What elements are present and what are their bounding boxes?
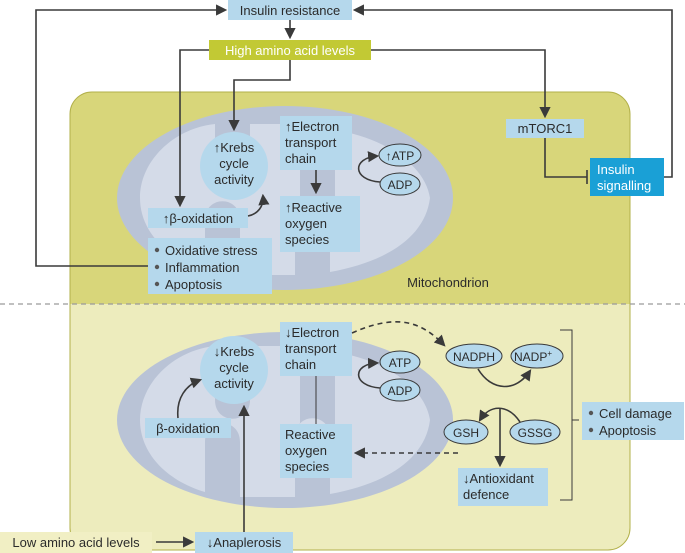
insulin-resistance-label: Insulin resistance (240, 3, 340, 18)
beta-oxidation-up-label: ↑β-oxidation (163, 211, 233, 226)
insulin-signalling-line2: signalling (597, 178, 651, 193)
top-arrows (35, 4, 673, 267)
low-amino-acid-label: Low amino acid levels (12, 535, 140, 550)
atp-up-label: ↑ATP (386, 149, 414, 163)
beta-oxidation-up-box: ↑β-oxidation (148, 208, 248, 228)
krebs-down-line3: activity (214, 376, 254, 391)
krebs-up-line3: activity (214, 172, 254, 187)
nadph-label: NADPH (453, 350, 495, 364)
krebs-cycle-down: ↓Krebs cycle activity (200, 336, 268, 404)
ros-up-line1: ↑Reactive (285, 200, 342, 215)
atp-bottom-ellipse: ATP (379, 350, 421, 374)
etc-up-box: ↑Electron transport chain (280, 116, 352, 170)
ros-up-line2: oxygen (285, 216, 327, 231)
etc-down-line3: chain (285, 357, 316, 372)
antioxidant-box: ↓Antioxidant defence (458, 468, 548, 506)
insulin-signalling-line1: Insulin (597, 162, 635, 177)
low-amino-acid-box: Low amino acid levels (0, 532, 152, 553)
etc-up-line3: chain (285, 151, 316, 166)
ros-up-box: ↑Reactive oxygen species (280, 196, 360, 252)
adp-bottom-label: ADP (388, 384, 413, 398)
cell-outline (69, 91, 631, 551)
etc-up-line2: transport (285, 135, 337, 150)
beta-oxidation-label: β-oxidation (156, 421, 220, 436)
mtorc1-label: mTORC1 (518, 121, 573, 136)
outcomes-box: Cell damage Apoptosis (582, 402, 684, 440)
gsh-label: GSH (453, 426, 479, 440)
bottom-arrows (156, 321, 579, 548)
krebs-cycle-up: ↑Krebs cycle activity (200, 132, 268, 200)
adp-top-ellipse: ADP (379, 172, 421, 196)
insulin-signalling-box: Insulin signalling (590, 158, 664, 196)
gsh-ellipse: GSH (443, 419, 489, 445)
outcome-apoptosis: Apoptosis (599, 423, 657, 438)
atp-bottom-label: ATP (389, 356, 411, 370)
mtorc1-box: mTORC1 (506, 119, 584, 138)
ros-up-line3: species (285, 232, 330, 247)
beta-oxidation-box: β-oxidation (145, 418, 231, 438)
gssg-ellipse: GSSG (509, 419, 561, 445)
anaplerosis-label: ↓Anaplerosis (207, 535, 282, 550)
nadp-superscript: + (547, 349, 552, 358)
nadp-text: NADP (514, 350, 547, 364)
adp-top-label: ADP (388, 178, 413, 192)
ros-line2: oxygen (285, 443, 327, 458)
ros-line3: species (285, 459, 330, 474)
mitochondrion-label: Mitochondrion (407, 275, 489, 290)
etc-down-line1: ↓Electron (285, 325, 339, 340)
nadph-ellipse: NADPH (445, 343, 503, 369)
krebs-down-line2: cycle (219, 360, 249, 375)
krebs-up-line1: ↑Krebs (214, 140, 255, 155)
etc-down-line2: transport (285, 341, 337, 356)
atp-up-ellipse: ↑ATP (378, 143, 422, 167)
nadp-plus-ellipse: NADP+ (510, 343, 564, 369)
krebs-up-line2: cycle (219, 156, 249, 171)
nadp-plus-label: NADP+ (514, 349, 552, 364)
krebs-down-line1: ↓Krebs (214, 344, 255, 359)
high-amino-acid-box: High amino acid levels (209, 40, 371, 60)
gssg-label: GSSG (518, 426, 553, 440)
etc-down-box: ↓Electron transport chain (280, 322, 352, 376)
ros-box: Reactive oxygen species (280, 424, 352, 478)
high-amino-acid-label: High amino acid levels (225, 43, 356, 58)
ros-line1: Reactive (285, 427, 336, 442)
antioxidant-line2: defence (463, 487, 509, 502)
effect-oxidative-stress: Oxidative stress (165, 243, 258, 258)
effect-apoptosis: Apoptosis (165, 277, 223, 292)
antioxidant-line1: ↓Antioxidant (463, 471, 534, 486)
effect-inflammation: Inflammation (165, 260, 239, 275)
anaplerosis-box: ↓Anaplerosis (195, 532, 293, 553)
adp-bottom-ellipse: ADP (379, 378, 421, 402)
insulin-resistance-box: Insulin resistance (228, 0, 352, 20)
etc-up-line1: ↑Electron (285, 119, 339, 134)
effects-box: Oxidative stress Inflammation Apoptosis (148, 238, 272, 294)
outcome-cell-damage: Cell damage (599, 406, 672, 421)
